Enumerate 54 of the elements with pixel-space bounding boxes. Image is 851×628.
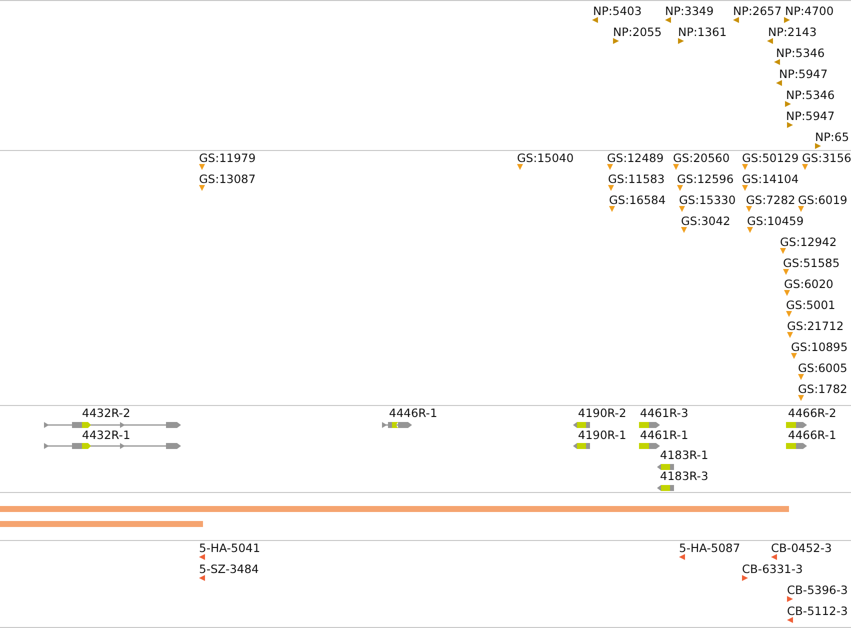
feature-label: GS:10895 xyxy=(791,340,848,354)
feature-label: NP:2143 xyxy=(768,25,817,39)
feature-label: 4183R-3 xyxy=(660,469,708,483)
feature-label: GS:20560 xyxy=(673,151,730,165)
feature-label: GS:16584 xyxy=(609,193,666,207)
feature-label: CB-5112-3 xyxy=(787,604,848,618)
feature-label: 4461R-1 xyxy=(640,428,688,442)
feature-label: NP:5346 xyxy=(776,46,825,60)
feature-label: 4446R-1 xyxy=(389,406,438,420)
feature-label: GS:6020 xyxy=(784,277,834,291)
feature-label: NP:65 xyxy=(815,130,850,144)
feature-label: GS:3156 xyxy=(802,151,851,165)
feature-label: GS:21712 xyxy=(787,319,844,333)
feature-label: GS:1782 xyxy=(798,382,848,396)
feature-label: NP:4700 xyxy=(785,4,834,18)
feature-label: GS:5001 xyxy=(786,298,836,312)
feature-label: GS:11979 xyxy=(199,151,256,165)
feature-label: GS:14104 xyxy=(742,172,799,186)
feature-label: NP:5403 xyxy=(593,4,642,18)
feature-label: NP:2657 xyxy=(733,4,782,18)
feature-label: NP:1361 xyxy=(678,25,727,39)
feature-label: NP:5947 xyxy=(779,67,828,81)
feature-label: GS:6005 xyxy=(798,361,848,375)
feature-label: GS:11583 xyxy=(608,172,665,186)
feature-label: CB-6331-3 xyxy=(742,562,803,576)
feature-label: GS:13087 xyxy=(199,172,256,186)
feature-label: NP:3349 xyxy=(665,4,714,18)
feature-label: 4190R-1 xyxy=(578,428,626,442)
feature-label: 5-SZ-3484 xyxy=(199,562,259,576)
feature-label: GS:12596 xyxy=(677,172,734,186)
feature-label: GS:7282 xyxy=(746,193,796,207)
feature-label: 4466R-2 xyxy=(788,406,836,420)
feature-label: GS:15040 xyxy=(517,151,574,165)
feature-label: NP:5947 xyxy=(786,109,835,123)
feature-label: 4432R-1 xyxy=(82,428,130,442)
feature-label: CB-0452-3 xyxy=(771,541,832,555)
feature-label: 5-HA-5041 xyxy=(199,541,260,555)
feature-label: CB-5396-3 xyxy=(787,583,848,597)
feature-label: NP:2055 xyxy=(613,25,662,39)
feature-label: 4461R-3 xyxy=(640,406,688,420)
feature-label: 4183R-1 xyxy=(660,448,708,462)
feature-label: GS:6019 xyxy=(798,193,848,207)
feature-label: 4190R-2 xyxy=(578,406,626,420)
feature-label: NP:5346 xyxy=(786,88,835,102)
feature-label: 5-HA-5087 xyxy=(679,541,740,555)
feature-label: 4466R-1 xyxy=(788,428,836,442)
feature-label: GS:15330 xyxy=(679,193,736,207)
feature-label: GS:50129 xyxy=(742,151,799,165)
feature-label: GS:12942 xyxy=(780,235,837,249)
feature-label: GS:51585 xyxy=(783,256,840,270)
feature-label: GS:3042 xyxy=(681,214,730,228)
feature-label: GS:10459 xyxy=(747,214,804,228)
feature-label: 4432R-2 xyxy=(82,406,130,420)
feature-label: GS:12489 xyxy=(607,151,664,165)
